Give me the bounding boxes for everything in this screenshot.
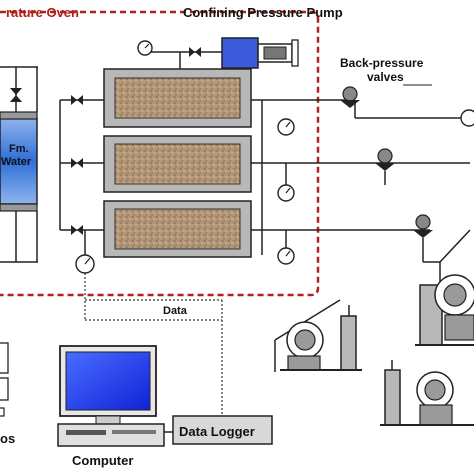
confining-piping: [150, 51, 470, 255]
data-label: Data: [163, 305, 188, 317]
confining-pressure-pump: [189, 37, 299, 69]
inlet-valve: [10, 88, 22, 102]
gauge-needles: [84, 43, 291, 265]
computer-label: Computer: [72, 453, 133, 468]
collection-pump-middle: [274, 299, 362, 372]
bpv-label-line2: valves: [367, 70, 404, 84]
data-logger-box: Data Logger: [172, 415, 273, 445]
partial-left-device: os: [0, 342, 15, 446]
core-holder-top: [103, 68, 252, 128]
pump-title: Confining Pressure Pump: [183, 5, 343, 20]
collection-pump-lower: [380, 360, 474, 426]
bpv-label-line1: Back-pressure: [340, 56, 424, 70]
oven-title: rature Oven: [6, 5, 79, 20]
formation-water-vessel: Fm. Water: [0, 111, 38, 212]
core-holder-middle: [103, 135, 252, 193]
back-pressure-valve-icons: [340, 86, 433, 238]
data-signal-lines: [84, 273, 223, 415]
fm-water-label-2: Water: [1, 156, 32, 168]
inlet-line-valves: [71, 95, 83, 235]
core-holder-bottom: [103, 200, 252, 258]
data-logger-label: Data Logger: [179, 424, 255, 439]
oven-boundary: [0, 10, 320, 297]
fm-water-label-1: Fm.: [9, 143, 29, 155]
collection-pump-right: [415, 274, 474, 346]
partial-left-label: os: [0, 431, 15, 446]
computer-icon: [57, 345, 165, 447]
